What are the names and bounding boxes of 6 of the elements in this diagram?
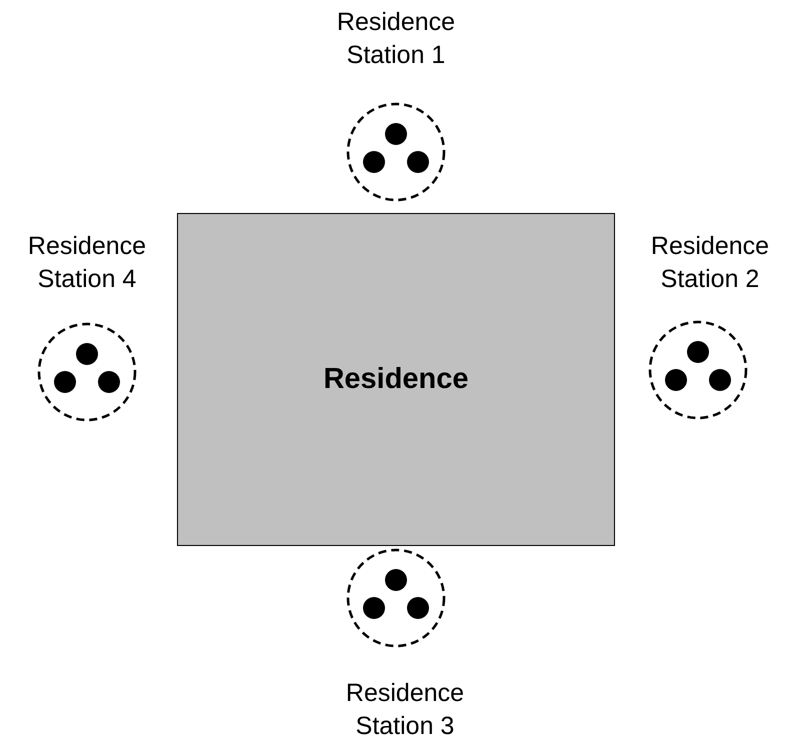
station-label: Residence Station 3 xyxy=(344,678,466,742)
residence-label: Residence xyxy=(323,363,469,396)
station-label: Residence Station 2 xyxy=(650,231,770,294)
station-label: Residence Station 1 xyxy=(336,7,456,70)
residence-box xyxy=(177,213,615,546)
station-label: Residence Station 4 xyxy=(26,231,148,294)
